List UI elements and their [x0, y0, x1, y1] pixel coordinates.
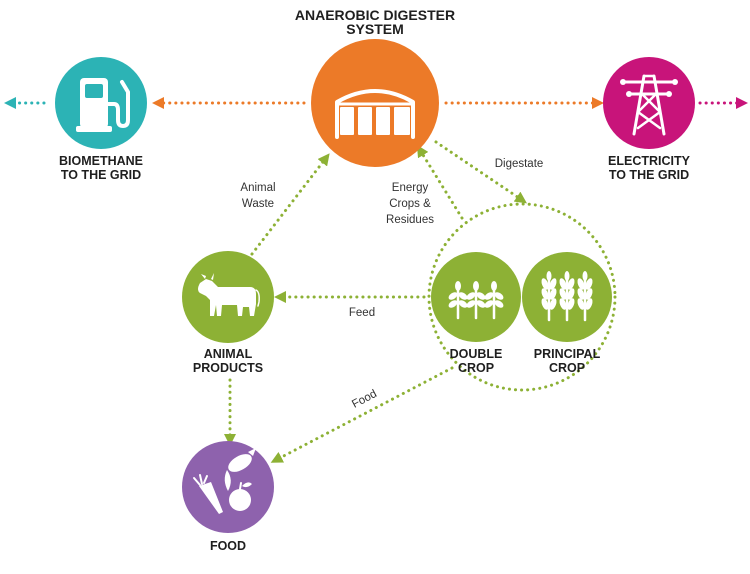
animal-waste-label-1: Animal: [240, 182, 275, 194]
digestate-label: Digestate: [495, 158, 544, 170]
electricity-label-2: TO THE GRID: [609, 168, 689, 182]
food-label: FOOD: [210, 539, 246, 553]
biomethane-label-2: TO THE GRID: [61, 168, 141, 182]
energy-crops-label-1: Energy: [392, 182, 429, 194]
title-line-1: ANAEROBIC DIGESTER: [295, 7, 455, 23]
electricity-node[interactable]: ELECTRICITY TO THE GRID: [603, 57, 695, 182]
principal-crop-label-1: PRINCIPAL: [534, 347, 601, 361]
digestate-arrow: [434, 140, 527, 204]
crop-to-food-arrow: [270, 366, 454, 463]
energy-crops-arrow: [416, 144, 464, 220]
crops-enclosure-ring: [427, 202, 617, 392]
electricity-circle: [603, 57, 695, 149]
energy-crops-label-3: Residues: [386, 214, 434, 226]
principal-crop-label-2: CROP: [549, 361, 585, 375]
food-edge-label: Food: [350, 388, 379, 411]
title-line-2: SYSTEM: [346, 21, 404, 37]
fuel-pump-icon: [76, 78, 130, 132]
produce-icon: [193, 448, 256, 514]
page-title: ANAEROBIC DIGESTER SYSTEM: [295, 7, 455, 37]
principal-crop-node[interactable]: PRINCIPAL CROP: [522, 252, 612, 375]
animal-waste-label-2: Waste: [242, 198, 274, 210]
energy-crops-label-2: Crops &: [389, 198, 431, 210]
digester-node[interactable]: [311, 39, 439, 167]
cow-icon: [198, 273, 260, 316]
double-crop-label-2: CROP: [458, 361, 494, 375]
animal-products-node[interactable]: ANIMAL PRODUCTS: [182, 251, 274, 375]
double-crop-label-1: DOUBLE: [450, 347, 503, 361]
animal-products-label-1: ANIMAL: [204, 347, 253, 361]
biomethane-node[interactable]: BIOMETHANE TO THE GRID: [55, 57, 147, 182]
double-crop-node[interactable]: DOUBLE CROP: [431, 252, 521, 375]
food-node[interactable]: FOOD: [182, 441, 274, 553]
digester-icon: [335, 89, 415, 139]
biomethane-label-1: BIOMETHANE: [59, 154, 143, 168]
power-tower-icon: [620, 74, 678, 136]
electricity-label-1: ELECTRICITY: [608, 154, 691, 168]
sprouts-icon: [448, 281, 504, 320]
connectors: [3, 97, 748, 463]
animal-products-label-2: PRODUCTS: [193, 361, 263, 375]
wheat-icon: [541, 271, 593, 322]
edge-labels: Animal Waste Energy Crops & Residues Dig…: [240, 158, 543, 411]
animal-waste-arrow: [250, 153, 330, 256]
feed-label: Feed: [349, 307, 375, 319]
